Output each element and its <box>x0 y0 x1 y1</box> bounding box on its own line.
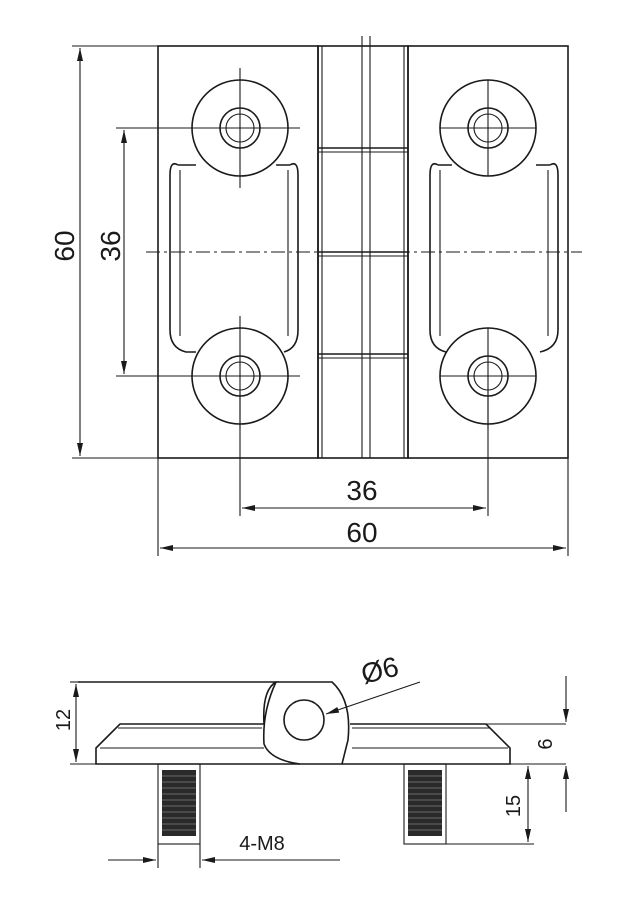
dim-stud-length: 15 <box>446 766 534 845</box>
dim-width-total-label: 60 <box>346 517 377 548</box>
dim-pin-diameter: Ø6 <box>325 651 421 715</box>
side-left-leaf <box>78 681 300 765</box>
dim-pin-diameter-label: Ø6 <box>358 651 402 690</box>
dim-height-holes: 36 <box>95 127 240 377</box>
dim-leaf-thickness: 6 <box>535 676 569 812</box>
dim-width-holes-label: 36 <box>346 475 377 506</box>
stud-left <box>157 763 201 845</box>
knuckle <box>317 36 409 459</box>
pin-hole <box>283 699 325 741</box>
side-view: 12 Ø6 6 15 4-M8 <box>53 651 569 868</box>
thread-label: 4-M8 <box>239 833 285 855</box>
dim-width-holes: 36 <box>239 390 489 516</box>
dim-height-total: 60 <box>49 45 158 459</box>
left-recess <box>169 162 299 353</box>
side-knuckle <box>262 681 350 765</box>
right-recess <box>429 162 559 353</box>
dim-stud-length-label: 15 <box>503 795 525 817</box>
dim-thickness-total-label: 12 <box>53 709 75 731</box>
hole-top-right <box>439 79 537 177</box>
top-view: 60 36 36 60 <box>49 36 582 556</box>
stud-right <box>403 763 447 845</box>
dim-width-total: 60 <box>157 458 569 556</box>
dim-thickness-total: 12 <box>53 681 96 765</box>
dim-height-holes-label: 36 <box>95 230 126 261</box>
dim-height-total-label: 60 <box>49 230 80 261</box>
side-right-leaf <box>342 723 511 765</box>
dim-leaf-thickness-label: 6 <box>535 738 557 749</box>
thread-callout: 4-M8 <box>108 833 340 868</box>
